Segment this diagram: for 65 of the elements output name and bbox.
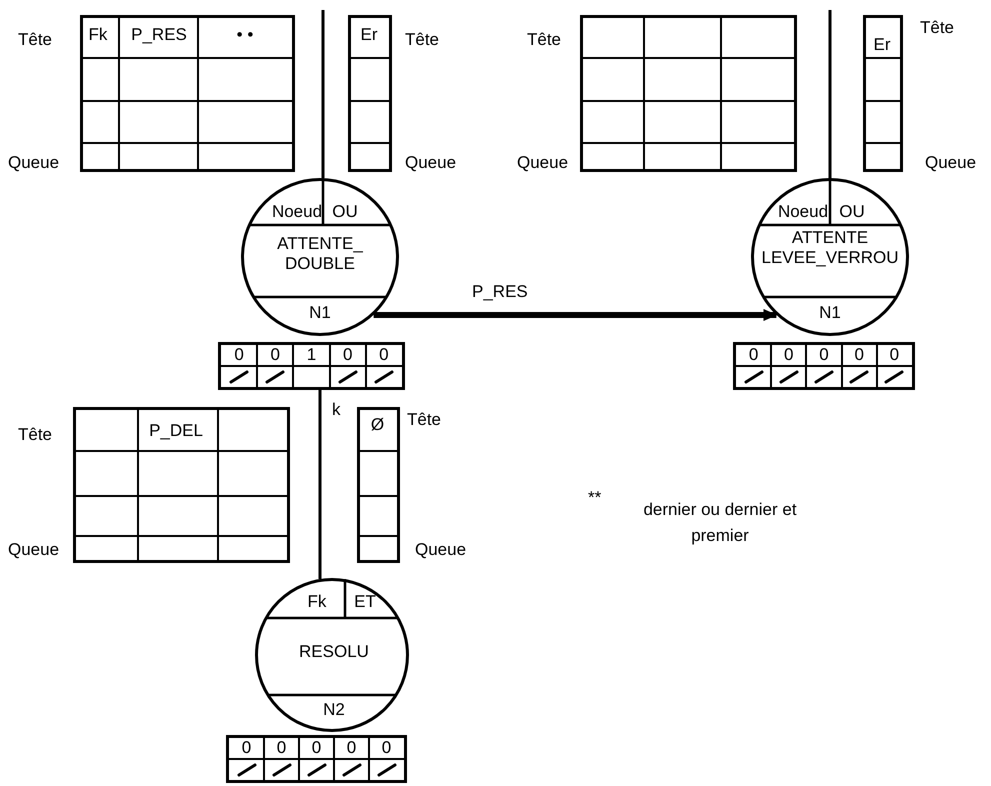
bit-value: 0 <box>310 738 322 758</box>
footnote-text: dernier ou dernier et premier <box>642 499 798 547</box>
cell-text: P_DEL <box>148 421 204 441</box>
bit-value: 0 <box>270 345 282 365</box>
queue-table <box>357 407 400 563</box>
row-label: Tête <box>18 30 52 50</box>
cell-text: Ø <box>370 415 386 435</box>
queue-table <box>73 407 290 563</box>
state-text: OU <box>838 202 866 222</box>
row-label: Queue <box>415 540 466 560</box>
state-circle <box>241 178 399 336</box>
bit-value: 0 <box>888 345 900 365</box>
row-label: Tête <box>407 410 442 430</box>
cell-text: • • <box>236 25 254 45</box>
cell-text: Fk <box>88 25 108 45</box>
bit-value: 0 <box>853 345 865 365</box>
state-text: ATTENTE LEVEE_VERROU <box>760 228 900 268</box>
state-text: N1 <box>818 303 842 323</box>
row-label: Tête <box>405 30 440 50</box>
state-text: RESOLU <box>298 642 370 662</box>
connector-line <box>322 10 324 178</box>
connector-line <box>828 10 832 178</box>
bit-value: 0 <box>818 345 830 365</box>
connector-line <box>318 390 322 579</box>
state-text: Noeud <box>270 202 324 222</box>
bit-value: 0 <box>276 738 288 758</box>
bit-value: 0 <box>783 345 795 365</box>
row-label: Queue <box>517 153 568 173</box>
bit-value: 1 <box>306 345 318 365</box>
footnote-mark: ** <box>588 488 602 508</box>
row-label: Tête <box>920 18 954 38</box>
edge-label: P_RES <box>470 282 530 302</box>
state-text: ATTENTE_ DOUBLE <box>276 234 364 274</box>
state-circle <box>255 578 409 732</box>
row-label: Queue <box>8 540 60 560</box>
queue-table <box>863 15 903 172</box>
state-text: N2 <box>322 700 346 720</box>
queue-table <box>80 15 295 172</box>
bit-array <box>226 735 407 783</box>
queue-table <box>348 15 392 172</box>
row-label: Queue <box>925 153 976 173</box>
arrow <box>374 309 778 321</box>
state-text: Noeud <box>776 202 830 222</box>
state-text: ET <box>353 592 377 612</box>
bit-value: 0 <box>380 738 392 758</box>
row-label: Queue <box>8 153 60 173</box>
row-label: Tête <box>18 425 52 445</box>
bit-value: 0 <box>378 345 390 365</box>
bit-array <box>733 342 915 390</box>
cell-text: Er <box>872 35 892 55</box>
state-text: N1 <box>308 303 332 323</box>
bit-array <box>218 342 405 390</box>
row-label: Queue <box>405 153 456 173</box>
queue-table <box>580 15 797 172</box>
bit-value: 0 <box>346 738 358 758</box>
cell-text: Er <box>360 25 378 45</box>
bit-value: 0 <box>342 345 354 365</box>
bit-value: 0 <box>748 345 760 365</box>
bit-value: 0 <box>233 345 245 365</box>
row-label: Tête <box>527 30 562 50</box>
state-text: Fk <box>306 592 328 612</box>
state-circle <box>751 178 909 336</box>
cell-text: P_RES <box>130 25 188 45</box>
state-text: OU <box>331 202 359 222</box>
bit-value: 0 <box>240 738 252 758</box>
